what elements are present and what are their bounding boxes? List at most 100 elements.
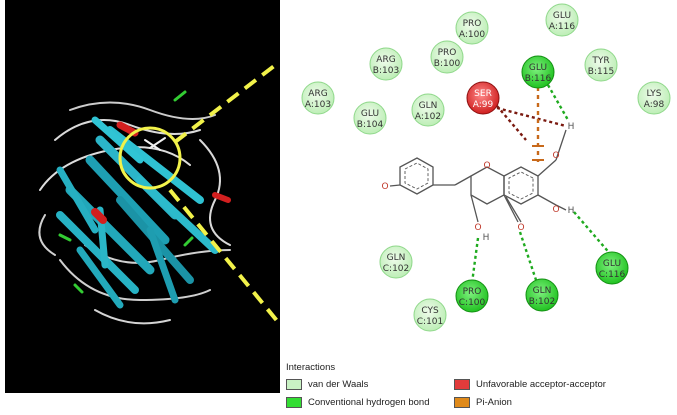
phenyl-aromatic xyxy=(404,162,429,190)
residue-id: B:104 xyxy=(357,120,384,130)
residue-name: SER xyxy=(474,89,492,99)
residue-id: B:102 xyxy=(529,297,555,307)
hydrogen-atom: H xyxy=(483,233,490,243)
zoom-guide-line-bottom xyxy=(168,188,280,324)
atom-labels: O O O O O O H H H xyxy=(381,122,574,243)
residue-bubble xyxy=(430,40,464,74)
residue-name: GLU xyxy=(361,109,379,119)
residue-id: A:98 xyxy=(644,100,665,110)
legend-label: Pi-Anion xyxy=(476,397,512,408)
legend-swatch-hbond xyxy=(286,397,302,408)
legend-label: van der Waals xyxy=(308,379,369,390)
legend-swatch-vdw xyxy=(286,379,302,390)
legend-swatch-unfavorable xyxy=(454,379,470,390)
legend-title: Interactions xyxy=(286,362,336,373)
hydroxyl-oxygen-atom: O xyxy=(552,151,559,161)
residue-id: C:102 xyxy=(383,264,410,274)
residue-id: A:102 xyxy=(415,112,441,122)
residue-bubble xyxy=(455,279,489,313)
hydrogen-atom: H xyxy=(568,206,575,216)
hydroxyl-oxygen-atom: O xyxy=(381,182,388,192)
residue-id: B:116 xyxy=(525,74,552,84)
residue-name: ARG xyxy=(308,89,327,99)
black-render-background xyxy=(5,0,280,393)
residue-name: ARG xyxy=(376,55,395,65)
unfavorable-line-ser-a99-oh xyxy=(496,106,567,128)
legend-label: Unfavorable acceptor-acceptor xyxy=(476,379,606,390)
legend-item-unfavorable-acceptor-acceptor: Unfavorable acceptor-acceptor xyxy=(454,379,606,390)
residue-id: B:115 xyxy=(588,67,614,77)
residue-name: TYR xyxy=(591,56,609,66)
interactions-legend: Interactions van der Waals Unfavorable a… xyxy=(286,362,676,414)
residue-bubble xyxy=(521,55,555,89)
legend-item-pi-anion: Pi-Anion xyxy=(454,397,512,408)
hydroxyl-oxygen-atom: O xyxy=(474,223,481,233)
residue-name: PRO xyxy=(438,48,457,58)
residue-name: LYS xyxy=(646,89,661,99)
phenyl-ring xyxy=(399,157,434,195)
residue-name: PRO xyxy=(463,19,482,29)
residue-bubble xyxy=(301,81,335,115)
residue-bubble xyxy=(353,101,387,135)
carbonyl-oxygen-atom: O xyxy=(517,223,524,233)
hbond-line-gln-b102 xyxy=(518,231,539,284)
residue-name: GLU xyxy=(529,63,547,73)
residue-name: GLN xyxy=(419,101,438,111)
legend-item-van-der-waals: van der Waals xyxy=(286,379,368,390)
residue-bubble xyxy=(637,81,671,115)
ring-oxygen-atom: O xyxy=(483,161,490,171)
residue-id: C:100 xyxy=(459,298,486,308)
residue-bubble xyxy=(411,93,445,127)
residue-name: GLU xyxy=(553,11,571,21)
residue-id: A:100 xyxy=(459,30,485,40)
hydroxyl-oxygen-atom: O xyxy=(552,205,559,215)
interaction-lines xyxy=(470,84,613,284)
residue-bubble xyxy=(545,3,579,37)
residue-id: A:103 xyxy=(305,100,331,110)
residue-bubble xyxy=(525,278,559,312)
residue-id: C:116 xyxy=(599,270,626,280)
unfavorable-line-ser-a99-ring-o xyxy=(496,105,527,141)
residue-id: C:101 xyxy=(417,317,444,327)
hydrogen-atom: H xyxy=(568,122,575,132)
residue-name: PRO xyxy=(463,287,482,297)
residue-bubble xyxy=(595,251,629,285)
binding-site-highlight-circle xyxy=(118,126,182,190)
residue-bubble xyxy=(379,245,413,279)
hbond-line-glu-b116 xyxy=(546,84,570,121)
legend-swatch-pi-anion xyxy=(454,397,470,408)
pyranone-ring xyxy=(470,166,505,205)
legend-label: Conventional hydrogen bond xyxy=(308,397,430,408)
residue-name: GLU xyxy=(603,259,621,269)
residue-name: GLN xyxy=(387,253,406,263)
residue-id: B:100 xyxy=(434,59,461,69)
ligand-structure xyxy=(389,129,567,223)
residue-bubble xyxy=(369,47,403,81)
residue-name: GLN xyxy=(533,286,552,296)
residue-bubble xyxy=(455,11,489,45)
residue-bubble xyxy=(584,48,618,82)
hbond-line-pro-c100 xyxy=(470,237,480,284)
protein-structure-panel xyxy=(5,0,280,393)
legend-item-conventional-hydrogen-bond: Conventional hydrogen bond xyxy=(286,397,429,408)
residue-id: A:116 xyxy=(549,22,575,32)
residue-id: B:103 xyxy=(373,66,399,76)
benzo-aromatic xyxy=(508,171,534,200)
